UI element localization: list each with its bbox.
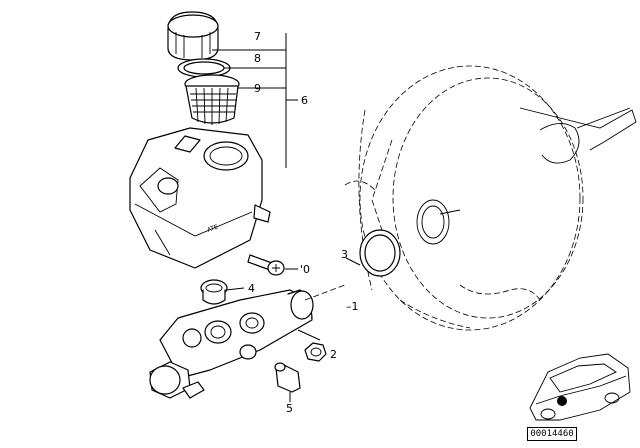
callout-1: –1 bbox=[346, 300, 359, 313]
brake-master-cylinder bbox=[149, 284, 346, 399]
document-id-label: 00014460 bbox=[527, 427, 577, 441]
filter-strainer bbox=[184, 74, 240, 125]
bolt bbox=[274, 362, 301, 393]
brake-booster bbox=[344, 65, 637, 331]
reservoir-cap bbox=[167, 11, 219, 61]
leader-lines bbox=[212, 33, 361, 402]
gasket bbox=[177, 58, 231, 78]
callout-9: 9 bbox=[254, 82, 261, 95]
callout-5: 5 bbox=[286, 402, 293, 415]
nut bbox=[304, 342, 327, 362]
callout-2: 2 bbox=[330, 348, 337, 361]
callout-6: 6 bbox=[301, 94, 308, 107]
callout-7: 7 bbox=[254, 30, 261, 43]
o-ring bbox=[359, 229, 401, 277]
vehicle-locator-thumbnail bbox=[529, 353, 631, 421]
grommet bbox=[200, 279, 228, 305]
screw bbox=[247, 254, 285, 276]
callout-8: 8 bbox=[254, 52, 261, 65]
svg-text:ATE: ATE bbox=[206, 223, 219, 233]
callout-0: '0 bbox=[300, 263, 310, 276]
brake-fluid-reservoir: ATE bbox=[129, 127, 271, 269]
location-marker-icon bbox=[557, 396, 567, 406]
callout-3: 3 bbox=[341, 248, 348, 261]
callout-labels: 7 8 9 6 3 '0 4 –1 2 5 bbox=[248, 30, 359, 415]
callout-4: 4 bbox=[248, 282, 255, 295]
